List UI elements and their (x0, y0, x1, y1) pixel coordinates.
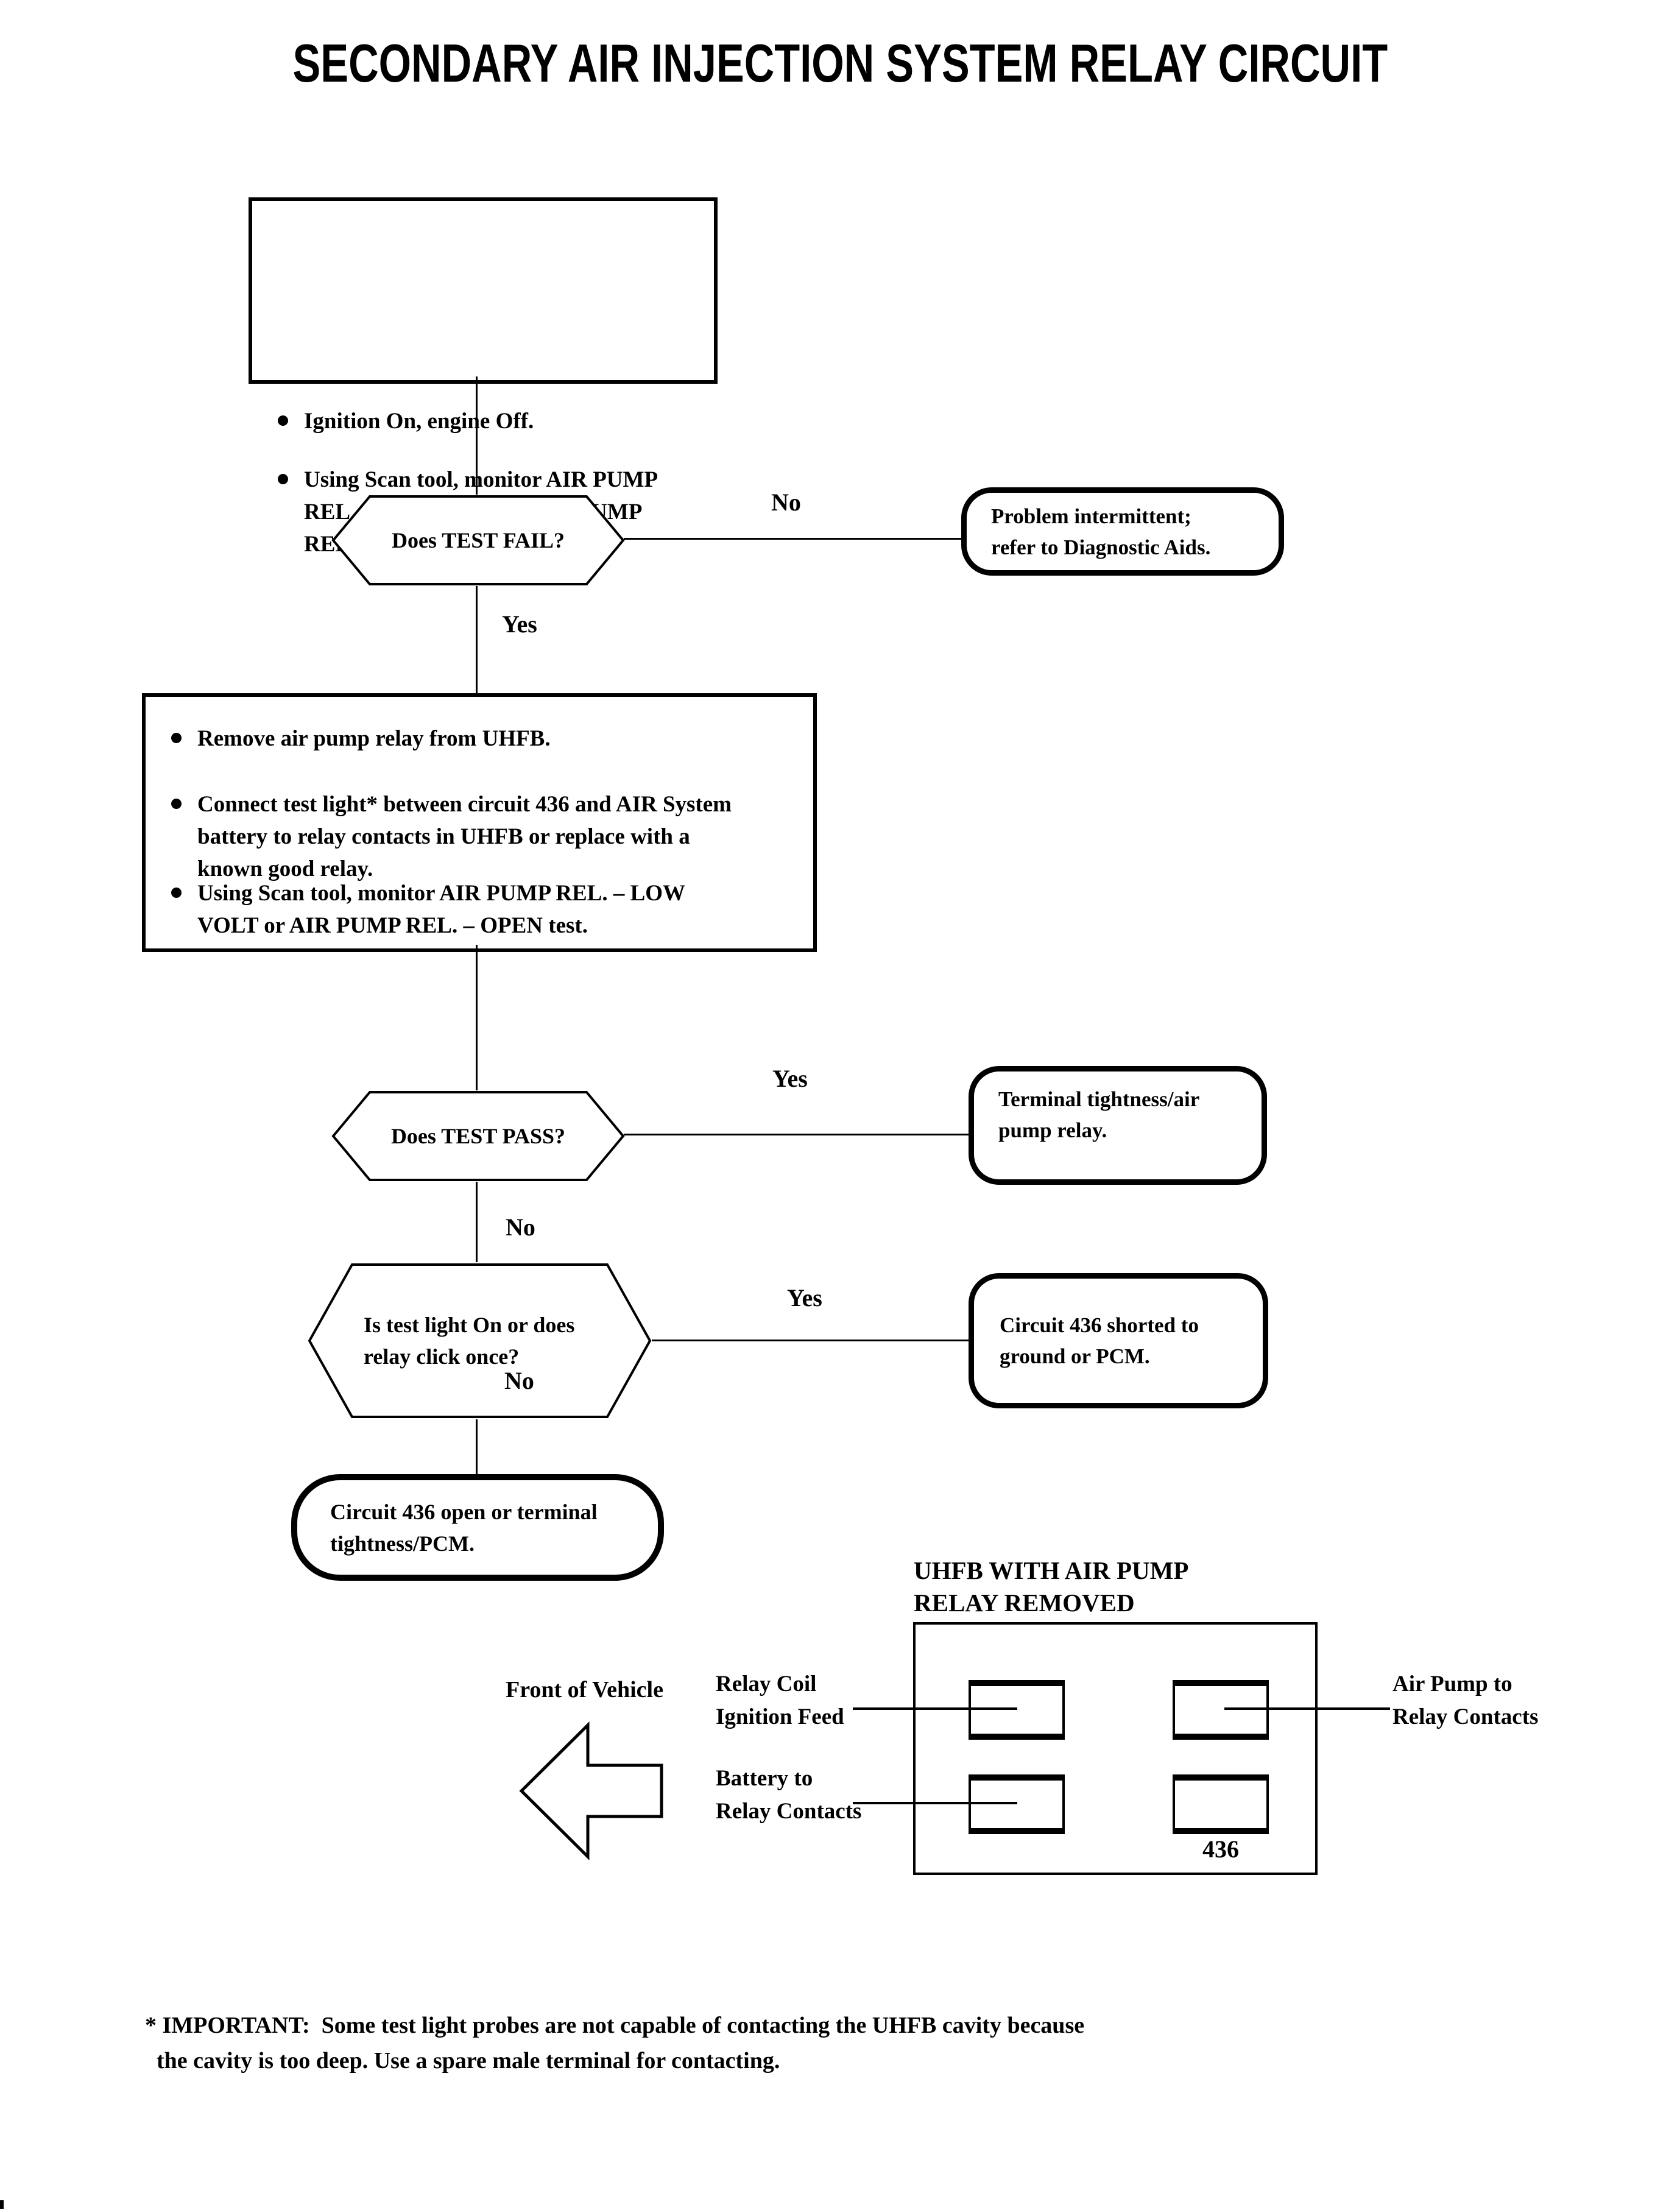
step1-bullet-1: Ignition On, engine Off. (278, 405, 534, 437)
circuit-436-label: 436 (1202, 1835, 1239, 1863)
page-title-row: SECONDARY AIR INJECTION SYSTEM RELAY CIR… (0, 35, 1680, 91)
decision3-label: Is test light On or does relay click onc… (364, 1313, 575, 1369)
front-of-vehicle-arrow-icon (519, 1721, 663, 1860)
result-circuit-shorted-text: Circuit 436 shorted to ground or PCM. (1000, 1313, 1199, 1368)
terminal-relay-coil (969, 1680, 1065, 1740)
connector-decision2-decision3 (476, 1182, 478, 1262)
bullet-icon (278, 474, 288, 484)
bullet-icon (171, 799, 182, 809)
connector-step2-decision2 (476, 945, 478, 1090)
scan-artifact-mark (0, 2200, 4, 2209)
bullet-icon (278, 415, 288, 426)
decision2-hexagon: Does TEST PASS? (331, 1090, 625, 1182)
decision1-hexagon: Does TEST FAIL? (331, 495, 625, 586)
air-pump-label: Air Pump to Relay Contacts (1392, 1672, 1539, 1729)
decision3-yes-label: Yes (787, 1284, 822, 1312)
result-circuit-open-text: Circuit 436 open or terminal tightness/P… (330, 1499, 598, 1556)
connector-decision1-result (624, 538, 961, 540)
battery-label: Battery to Relay Contacts (716, 1766, 862, 1824)
result-circuit-shorted: Circuit 436 shorted to ground or PCM. (969, 1273, 1268, 1408)
decision1-label: Does TEST FAIL? (391, 528, 565, 552)
result-circuit-open: Circuit 436 open or terminal tightness/P… (291, 1474, 664, 1581)
page-title: SECONDARY AIR INJECTION SYSTEM RELAY CIR… (292, 33, 1388, 93)
hexagon-shape (331, 495, 625, 585)
connector-decision1-step2 (476, 586, 478, 693)
decision2-label: Does TEST PASS? (390, 1124, 566, 1148)
terminal-air-pump (1173, 1680, 1269, 1740)
leader-battery (853, 1802, 1017, 1804)
step2-bullet-2: Connect test light* between circuit 436 … (171, 788, 732, 885)
terminal-battery (969, 1774, 1065, 1834)
decision3-hexagon: Is test light On or does relay click onc… (308, 1262, 652, 1419)
step2-bullet-1-text: Remove air pump relay from UHFB. (197, 726, 551, 751)
relay-coil-label: Relay Coil Ignition Feed (716, 1672, 844, 1729)
bullet-icon (171, 733, 182, 743)
uhfb-diagram-title: UHFB WITH AIR PUMP RELAY REMOVED (914, 1556, 1189, 1617)
decision1-no-label: No (771, 489, 801, 516)
step2-bullet-2-text: Connect test light* between circuit 436 … (197, 792, 732, 881)
step2-box: Remove air pump relay from UHFB. Connect… (142, 693, 817, 952)
hexagon-shape (331, 1091, 625, 1181)
decision2-yes-label: Yes (772, 1065, 808, 1092)
step2-bullet-1: Remove air pump relay from UHFB. (171, 722, 551, 755)
decision2-no-label: No (506, 1213, 535, 1241)
step2-bullet-3: Using Scan tool, monitor AIR PUMP REL. –… (171, 877, 685, 942)
result-terminal-tightness-text: Terminal tightness/air pump relay. (998, 1087, 1200, 1142)
result-terminal-tightness: Terminal tightness/air pump relay. (969, 1066, 1267, 1185)
result-problem-intermittent: Problem intermittent; refer to Diagnosti… (961, 487, 1284, 576)
decision3-no-label: No (504, 1367, 534, 1394)
decision1-yes-label: Yes (502, 610, 537, 638)
connector-decision2-result (624, 1134, 969, 1135)
step1-box: Ignition On, engine Off. Using Scan tool… (249, 197, 718, 557)
connector-step1-decision1 (476, 376, 478, 495)
terminal-436 (1173, 1774, 1269, 1834)
result-problem-intermittent-text: Problem intermittent; refer to Diagnosti… (991, 504, 1211, 559)
leader-relay-coil (853, 1707, 1017, 1710)
step2-bullet-3-text: Using Scan tool, monitor AIR PUMP REL. –… (197, 881, 686, 938)
hexagon-shape (308, 1263, 652, 1418)
front-of-vehicle-label: Front of Vehicle (506, 1677, 663, 1703)
important-footnote: * IMPORTANT: Some test light probes are … (145, 2013, 1085, 2074)
bullet-icon (171, 888, 182, 898)
leader-air-pump (1224, 1707, 1390, 1710)
step1-bullet-1-text: Ignition On, engine Off. (304, 409, 534, 434)
connector-decision3-result (652, 1340, 969, 1341)
connector-decision3-result4 (476, 1419, 478, 1474)
